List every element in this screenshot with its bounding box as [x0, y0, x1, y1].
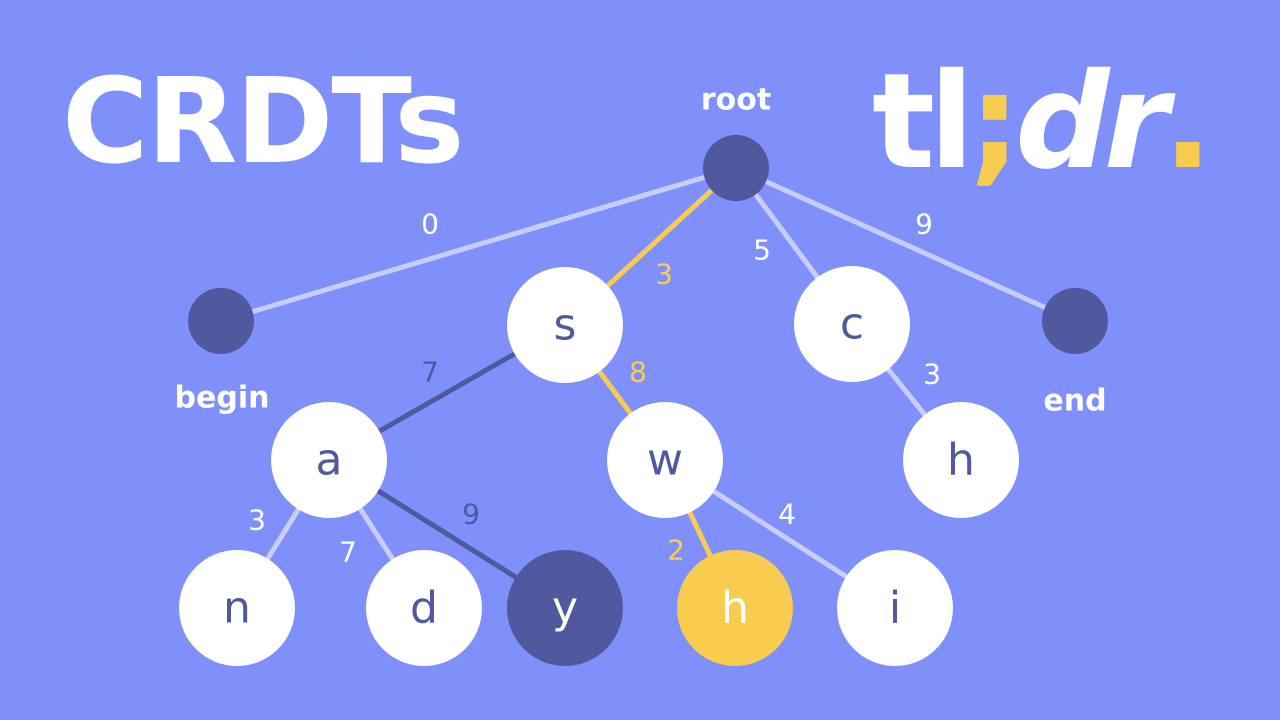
node-circle-a: [271, 402, 387, 518]
edge-root-begin: [218, 165, 739, 324]
node-circle-w: [607, 402, 723, 518]
tldr-logo: tl;dr.: [872, 56, 1213, 188]
edge-weight-root-begin: 0: [421, 208, 439, 241]
edge-weight-root-end: 9: [915, 208, 933, 241]
node-label-end: end: [1043, 384, 1106, 419]
node-letter-h2: h: [721, 583, 749, 634]
node-circle-d: [366, 550, 482, 666]
node-letter-i: i: [889, 583, 901, 634]
logo-period: .: [1162, 45, 1213, 199]
node-circle-end: [1042, 288, 1108, 354]
node-w: w: [607, 402, 723, 518]
node-y: y: [507, 550, 623, 666]
node-begin: [188, 288, 254, 354]
edge-root-end: [733, 165, 1078, 324]
edge-weight-root-c: 5: [753, 234, 771, 267]
logo-part-tl: tl: [872, 45, 974, 199]
title: CRDTs: [62, 52, 464, 190]
edge-weight-w-i: 4: [778, 498, 796, 531]
node-circle-i: [837, 550, 953, 666]
node-end: [1042, 288, 1108, 354]
edge-weight-a-n: 3: [248, 504, 266, 537]
node-letter-d: d: [410, 583, 438, 634]
edge-weight-s-w: 8: [629, 356, 647, 389]
node-d: d: [366, 550, 482, 666]
node-letter-h1: h: [947, 435, 975, 486]
node-label-root: root: [701, 83, 771, 118]
node-circle-s: [507, 267, 623, 383]
node-circle-h1: [903, 402, 1019, 518]
edge-weight-a-d: 7: [339, 536, 357, 569]
logo-part-dr: dr: [1015, 45, 1169, 199]
node-i: i: [837, 550, 953, 666]
node-letter-n: n: [223, 583, 251, 634]
node-letter-y: y: [552, 583, 578, 634]
node-root: [703, 135, 769, 201]
node-n: n: [179, 550, 295, 666]
node-h1: h: [903, 402, 1019, 518]
nodes-layer: s c a w h n d y h i: [179, 135, 1108, 666]
node-s: s: [507, 267, 623, 383]
edge-weight-root-s: 3: [655, 258, 673, 291]
edge-weight-a-y: 9: [462, 498, 480, 531]
node-letter-a: a: [316, 435, 343, 486]
node-a: a: [271, 402, 387, 518]
node-circle-begin: [188, 288, 254, 354]
node-circle-c: [794, 266, 910, 382]
edge-weight-c-h1: 3: [923, 358, 941, 391]
node-letter-s: s: [554, 300, 577, 351]
node-label-begin: begin: [175, 381, 270, 416]
node-h2: h: [677, 550, 793, 666]
side-labels-layer: root begin end: [175, 83, 1107, 419]
node-circle-y: [507, 550, 623, 666]
node-circle-n: [179, 550, 295, 666]
node-c: c: [794, 266, 910, 382]
edge-labels-layer: 0 3 5 9 7 8 3 3 7 9 2 4: [248, 208, 941, 569]
node-circle-h2: [677, 550, 793, 666]
node-letter-w: w: [647, 435, 683, 486]
node-letter-c: c: [840, 299, 864, 350]
edge-weight-s-a: 7: [421, 356, 439, 389]
logo-separator: ;: [968, 45, 1021, 199]
node-circle-root: [703, 135, 769, 201]
edge-weight-w-h2: 2: [667, 534, 685, 567]
